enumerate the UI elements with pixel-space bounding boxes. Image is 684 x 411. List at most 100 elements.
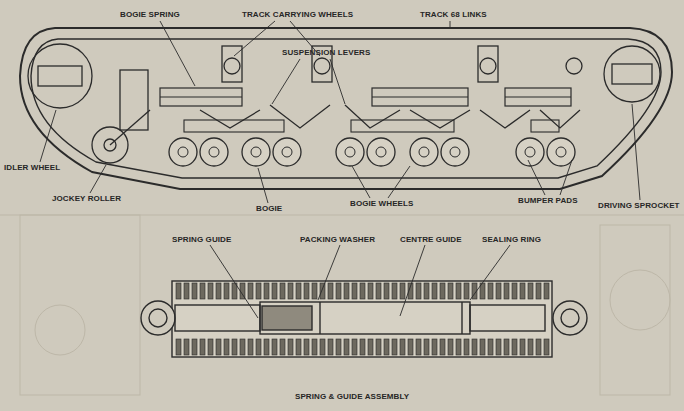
part-label: TRACK 68 LINKS [420,10,487,20]
coil-turn [288,283,293,299]
part-label: BOGIE [256,204,282,214]
coil-turn [208,339,213,355]
jockey-roller [92,70,150,163]
coil-turn [416,283,421,299]
figure-caption: SPRING & GUIDE ASSEMBLY [295,392,409,402]
wheel-hub [376,147,386,157]
coil-turn [504,339,509,355]
coil-turn [200,283,205,299]
coil-turn [376,339,381,355]
coil-turn [176,339,181,355]
coil-turn [312,283,317,299]
coil-turn [440,283,445,299]
driving-sprocket [604,46,660,102]
part-label: SEALING RING [482,235,541,245]
wheel-hub [209,147,219,157]
part-label: BUMPER PADS [518,196,578,206]
bogie-wheel [336,138,364,166]
coil-turn [392,339,397,355]
part-label: DRIVING SPROCKET [598,201,680,211]
coil-turn [464,339,469,355]
coil-turn [496,339,501,355]
part-label: PACKING WASHER [300,235,375,245]
bogie-wheel [547,138,575,166]
spring-coils [176,283,549,355]
coil-turn [512,283,517,299]
coil-turn [400,339,405,355]
coil-turn [320,339,325,355]
coil-turn [512,339,517,355]
coil-turn [216,283,221,299]
coil-turn [248,339,253,355]
coil-turn [424,339,429,355]
coil-turn [536,339,541,355]
coil-turn [368,339,373,355]
coil-turn [528,339,533,355]
coil-turn [520,339,525,355]
coil-turn [408,339,413,355]
part-label: CENTRE GUIDE [400,235,462,245]
coil-turn [192,339,197,355]
coil-turn [328,339,333,355]
coil-turn [544,339,549,355]
wheel-hub [345,147,355,157]
leader-lines [40,21,640,318]
bogie-frame [351,120,454,132]
coil-turn [368,283,373,299]
coil-turn [304,283,309,299]
spring-guide-assembly [141,281,587,357]
coil-turn [312,339,317,355]
coil-turn [328,283,333,299]
coil-turn [280,283,285,299]
coil-turn [296,283,301,299]
coil-turn [256,339,261,355]
bogie-wheels [169,120,575,166]
wheel-hub [419,147,429,157]
bogie-springs [160,88,571,106]
idler-wheel [28,44,92,108]
wheel-hub [450,147,460,157]
wheel-hub [525,147,535,157]
coil-turn [216,339,221,355]
coil-turn [504,283,509,299]
track-carrying-wheels [222,46,582,82]
coil-turn [384,283,389,299]
coil-turn [200,339,205,355]
coil-turn [376,283,381,299]
coil-turn [336,339,341,355]
coil-turn [344,339,349,355]
coil-turn [192,283,197,299]
coil-turn [264,283,269,299]
bogie-frame [531,120,559,132]
coil-turn [184,339,189,355]
wheel-hub [282,147,292,157]
coil-turn [544,283,549,299]
coil-turn [288,339,293,355]
coil-turn [272,283,277,299]
coil-turn [456,283,461,299]
coil-turn [528,283,533,299]
coil-turn [384,339,389,355]
coil-turn [296,339,301,355]
coil-turn [272,339,277,355]
bogie-wheel [169,138,197,166]
coil-turn [448,339,453,355]
coil-turn [488,339,493,355]
part-label: IDLER WHEEL [4,163,60,173]
bogie-wheel [516,138,544,166]
coil-turn [248,283,253,299]
bogie-frame [184,120,284,132]
coil-turn [448,283,453,299]
coil-turn [360,339,365,355]
suspension-levers [200,105,580,128]
coil-turn [496,283,501,299]
coil-turn [264,339,269,355]
bogie-wheel [200,138,228,166]
coil-turn [360,283,365,299]
part-label: TRACK CARRYING WHEELS [242,10,353,20]
coil-turn [224,339,229,355]
wheel-hub [178,147,188,157]
bogie-wheel [410,138,438,166]
bogie-wheel [273,138,301,166]
